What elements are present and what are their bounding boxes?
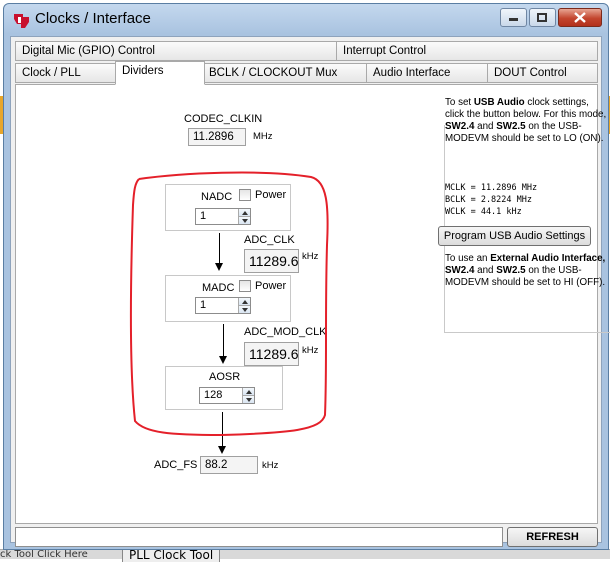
arrow-aosr-adcfs	[222, 412, 223, 448]
arrow-aosr-adcfs-head	[218, 446, 226, 454]
aosr-spinner[interactable]: 128	[199, 387, 255, 404]
clock-readout: MCLK = 11.2896 MHz BCLK = 2.8224 MHz WCL…	[445, 182, 608, 218]
minimize-button[interactable]	[500, 8, 527, 27]
tab-interrupt-control[interactable]: Interrupt Control	[336, 41, 598, 61]
adc-mod-clk-label: ADC_MOD_CLK	[244, 326, 327, 338]
adc-clk-value: 11289.6	[244, 249, 299, 273]
window-title: Clocks / Interface	[35, 10, 151, 27]
wclk-readout: WCLK = 44.1 kHz	[445, 207, 522, 217]
window-client-area: Digital Mic (GPIO) Control Interrupt Con…	[10, 36, 610, 547]
nadc-power-checkbox[interactable]	[239, 189, 251, 201]
aosr-spin-down-icon[interactable]	[242, 395, 254, 403]
info-divider-bottom	[444, 332, 610, 333]
status-field	[15, 527, 503, 547]
usb-audio-info: To set USB Audio clock settings, click t…	[445, 97, 608, 145]
nadc-spin-down-icon[interactable]	[238, 216, 250, 224]
adc-clk-unit: kHz	[302, 251, 319, 262]
arrow-nadc-madc-head	[215, 263, 223, 271]
madc-spin-up-icon[interactable]	[238, 298, 250, 305]
ext-info-text-3: on the USB-MODEVM should be set to HI (O…	[445, 265, 606, 288]
red-annotation-outline	[130, 171, 329, 437]
madc-spinner-value: 1	[200, 299, 207, 311]
external-audio-info: To use an External Audio Interface, SW2.…	[445, 253, 608, 289]
usb-info-text-4: on the USB-MODEVM should be set to LO (O…	[445, 121, 604, 144]
mclk-readout: MCLK = 11.2896 MHz	[445, 183, 538, 193]
adc-fs-label: ADC_FS	[154, 459, 198, 471]
nadc-spin-up-icon[interactable]	[238, 209, 250, 216]
adc-mod-clk-value: 11289.6	[244, 342, 299, 366]
arrow-madc-aosr-head	[219, 356, 227, 364]
minimize-icon	[508, 17, 518, 21]
madc-spinner[interactable]: 1	[195, 297, 251, 314]
dividers-panel	[15, 84, 598, 524]
maximize-button[interactable]	[529, 8, 556, 27]
tab-digital-mic-gpio-control[interactable]: Digital Mic (GPIO) Control	[15, 41, 341, 61]
adc-fs-value: 88.2	[200, 456, 258, 474]
codec-clkin-label: CODEC_CLKIN	[184, 113, 263, 125]
close-button[interactable]	[558, 8, 602, 27]
madc-spin-down-icon[interactable]	[238, 305, 250, 313]
ext-info-bold-1: External Audio Interface, SW2.4	[445, 253, 606, 276]
clocks-interface-window: Clocks / Interface Digital Mic (GPIO) Co…	[3, 3, 610, 550]
nadc-label: NADC	[201, 191, 233, 203]
adc-mod-clk-unit: kHz	[302, 345, 319, 356]
codec-clkin-value: 11.2896	[188, 128, 246, 146]
background-link-text[interactable]: ck Tool Click Here	[0, 549, 88, 560]
ext-info-bold-2: SW2.5	[496, 265, 526, 276]
tab-bclk-clockout-mux[interactable]: BCLK / CLOCKOUT Mux	[202, 63, 368, 83]
aosr-label: AOSR	[209, 371, 241, 383]
refresh-button[interactable]: REFRESH	[507, 527, 598, 547]
madc-power-label: Power	[255, 280, 287, 292]
close-icon	[574, 12, 586, 23]
usb-info-text-1: To set	[445, 97, 474, 108]
adc-clk-label: ADC_CLK	[244, 234, 295, 246]
arrow-madc-aosr	[223, 324, 224, 356]
nadc-box	[165, 184, 291, 231]
usb-info-bold-2: SW2.4	[445, 121, 475, 132]
usb-info-bold-1: USB Audio	[473, 97, 525, 108]
usb-info-bold-3: SW2.5	[496, 121, 526, 132]
nadc-power-label: Power	[255, 189, 287, 201]
tab-clock-pll[interactable]: Clock / PLL	[15, 63, 119, 83]
bclk-readout: BCLK = 2.8224 MHz	[445, 195, 532, 205]
title-bar[interactable]: Clocks / Interface	[4, 4, 608, 36]
aosr-spin-up-icon[interactable]	[242, 388, 254, 395]
aosr-spinner-value: 128	[204, 389, 223, 401]
tab-dout-control[interactable]: DOUT Control	[487, 63, 598, 83]
usb-info-text-2: clock settings, click the button below. …	[445, 97, 607, 120]
usb-info-text-3: and	[474, 121, 497, 132]
madc-label: MADC	[202, 282, 235, 294]
arrow-nadc-madc	[219, 233, 220, 263]
ti-logo-icon	[14, 14, 29, 28]
nadc-spinner-value: 1	[200, 210, 207, 222]
madc-power-checkbox[interactable]	[239, 280, 251, 292]
tab-dividers[interactable]: Dividers	[115, 61, 205, 85]
adc-fs-unit: kHz	[262, 460, 279, 471]
tab-audio-interface[interactable]: Audio Interface	[366, 63, 488, 83]
codec-clkin-unit: MHz	[253, 131, 273, 142]
ext-info-text-2: and	[474, 265, 497, 276]
ext-info-text-1: To use an	[445, 253, 491, 264]
maximize-icon	[537, 12, 547, 22]
background-taskbar	[0, 549, 610, 559]
program-usb-audio-settings-button[interactable]: Program USB Audio Settings	[438, 226, 591, 246]
nadc-spinner[interactable]: 1	[195, 208, 251, 225]
